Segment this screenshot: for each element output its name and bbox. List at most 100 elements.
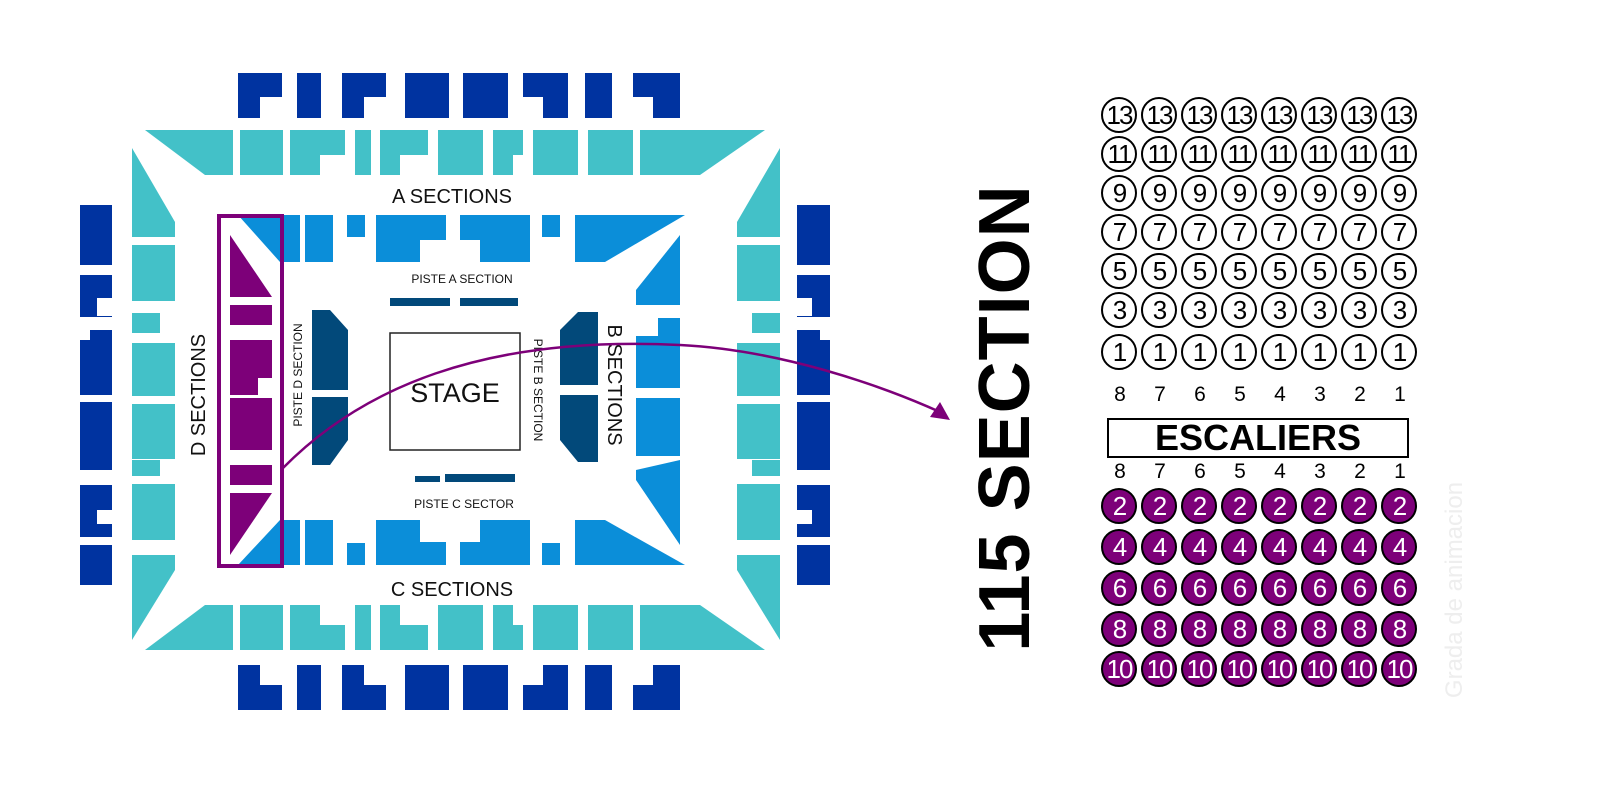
seat[interactable]: 7 — [1341, 214, 1377, 250]
seat[interactable]: 4 — [1141, 529, 1177, 565]
seat[interactable]: 5 — [1181, 253, 1217, 289]
upper-block-b[interactable] — [797, 545, 830, 585]
seat[interactable]: 1 — [1301, 334, 1337, 370]
upper-block-c[interactable] — [463, 665, 508, 710]
seat[interactable]: 9 — [1221, 175, 1257, 211]
seat[interactable]: 5 — [1101, 253, 1137, 289]
seat[interactable]: 9 — [1261, 175, 1297, 211]
highlighted-block[interactable] — [230, 305, 272, 325]
upper-block-c[interactable] — [405, 665, 449, 710]
seat[interactable]: 3 — [1381, 292, 1417, 328]
seat[interactable]: 5 — [1301, 253, 1337, 289]
upper-block-b[interactable] — [797, 330, 830, 395]
seat[interactable]: 1 — [1341, 334, 1377, 370]
seat[interactable]: 13 — [1221, 97, 1257, 133]
seat[interactable]: 11 — [1341, 136, 1377, 172]
lower-block-b[interactable] — [636, 398, 680, 456]
selected-section-highlight[interactable] — [217, 214, 284, 568]
upper-block-b[interactable] — [797, 402, 830, 470]
highlighted-block[interactable] — [230, 398, 272, 450]
seat[interactable]: 10 — [1181, 651, 1217, 687]
middle-block-d[interactable] — [132, 460, 160, 476]
seat[interactable]: 5 — [1221, 253, 1257, 289]
seat[interactable]: 13 — [1181, 97, 1217, 133]
upper-block-b[interactable] — [797, 205, 830, 265]
seat[interactable]: 1 — [1221, 334, 1257, 370]
seat[interactable]: 6 — [1101, 570, 1137, 606]
seat[interactable]: 6 — [1181, 570, 1217, 606]
seat[interactable]: 10 — [1261, 651, 1297, 687]
upper-block-a[interactable] — [297, 73, 321, 118]
lower-block-a[interactable] — [238, 215, 300, 262]
seat[interactable]: 8 — [1261, 611, 1297, 647]
seat[interactable]: 5 — [1141, 253, 1177, 289]
seat[interactable]: 10 — [1221, 651, 1257, 687]
middle-block-c[interactable] — [355, 605, 371, 650]
upper-block-a[interactable] — [463, 73, 508, 118]
seat[interactable]: 3 — [1261, 292, 1297, 328]
stage[interactable] — [389, 332, 521, 451]
seat[interactable]: 1 — [1181, 334, 1217, 370]
seat[interactable]: 10 — [1101, 651, 1137, 687]
middle-block-b[interactable] — [752, 313, 780, 333]
seat[interactable]: 2 — [1301, 488, 1337, 524]
seat[interactable]: 8 — [1101, 611, 1137, 647]
lower-block-c[interactable] — [542, 543, 560, 565]
seat[interactable]: 7 — [1301, 214, 1337, 250]
seat[interactable]: 3 — [1141, 292, 1177, 328]
seat[interactable]: 9 — [1301, 175, 1337, 211]
upper-block-c[interactable] — [297, 665, 321, 710]
upper-block-d[interactable] — [80, 330, 112, 395]
seat[interactable]: 8 — [1181, 611, 1217, 647]
seat[interactable]: 11 — [1301, 136, 1337, 172]
seat[interactable]: 9 — [1101, 175, 1137, 211]
seat[interactable]: 3 — [1221, 292, 1257, 328]
upper-block-d[interactable] — [80, 402, 112, 470]
seat[interactable]: 11 — [1101, 136, 1137, 172]
seat[interactable]: 3 — [1181, 292, 1217, 328]
seat[interactable]: 4 — [1101, 529, 1137, 565]
seat[interactable]: 8 — [1381, 611, 1417, 647]
piste-a-block[interactable] — [460, 298, 518, 306]
seat[interactable]: 11 — [1141, 136, 1177, 172]
seat[interactable]: 7 — [1221, 214, 1257, 250]
seat[interactable]: 2 — [1261, 488, 1297, 524]
seat[interactable]: 8 — [1141, 611, 1177, 647]
seat[interactable]: 6 — [1301, 570, 1337, 606]
seat[interactable]: 4 — [1301, 529, 1337, 565]
seat[interactable]: 2 — [1381, 488, 1417, 524]
seat[interactable]: 1 — [1381, 334, 1417, 370]
piste-b-block[interactable] — [560, 312, 598, 385]
middle-block-d[interactable] — [132, 404, 175, 459]
seat[interactable]: 9 — [1341, 175, 1377, 211]
lower-block-b[interactable] — [636, 235, 680, 305]
seat[interactable]: 7 — [1261, 214, 1297, 250]
seat[interactable]: 9 — [1381, 175, 1417, 211]
middle-block-c[interactable] — [145, 605, 233, 650]
middle-block-d[interactable] — [132, 313, 160, 333]
seat[interactable]: 6 — [1381, 570, 1417, 606]
middle-block-b[interactable] — [737, 555, 780, 640]
upper-block-d[interactable] — [80, 545, 112, 585]
middle-block-b[interactable] — [737, 484, 780, 540]
seat[interactable]: 7 — [1181, 214, 1217, 250]
seat[interactable]: 4 — [1341, 529, 1377, 565]
seat[interactable]: 8 — [1221, 611, 1257, 647]
seat[interactable]: 4 — [1261, 529, 1297, 565]
middle-block-b[interactable] — [737, 245, 780, 301]
seat[interactable]: 2 — [1181, 488, 1217, 524]
seat[interactable]: 8 — [1301, 611, 1337, 647]
middle-block-c[interactable] — [240, 605, 283, 650]
seat[interactable]: 13 — [1341, 97, 1377, 133]
middle-block-a[interactable] — [533, 130, 578, 175]
piste-c-block[interactable] — [415, 476, 440, 482]
middle-block-c[interactable] — [640, 605, 765, 650]
seat[interactable]: 6 — [1261, 570, 1297, 606]
seat[interactable]: 2 — [1141, 488, 1177, 524]
seat[interactable]: 10 — [1381, 651, 1417, 687]
seat[interactable]: 10 — [1141, 651, 1177, 687]
lower-block-a[interactable] — [575, 215, 685, 262]
highlighted-block[interactable] — [230, 235, 272, 297]
middle-block-b[interactable] — [752, 460, 780, 476]
middle-block-d[interactable] — [132, 148, 175, 237]
